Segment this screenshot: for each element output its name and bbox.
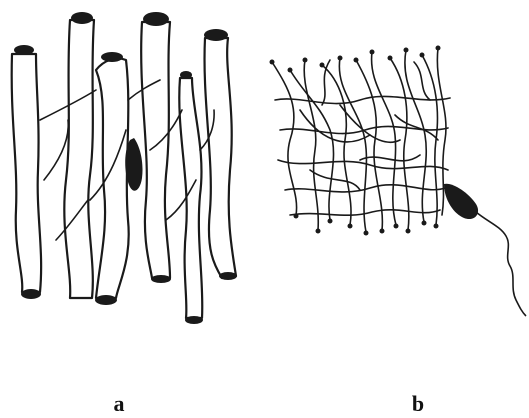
panel-b-label: b xyxy=(412,391,424,416)
panel-b-mesh xyxy=(272,48,450,232)
tube-2 xyxy=(64,12,94,298)
panel-b-network xyxy=(270,46,527,317)
panel-b-top-tips xyxy=(270,46,441,73)
tube-6 xyxy=(204,29,237,280)
tube-5 xyxy=(179,71,203,324)
tube-3 xyxy=(95,52,129,305)
panel-b-bottom-tips xyxy=(294,214,439,236)
tube-1 xyxy=(12,45,41,299)
panel-a-tubes xyxy=(12,12,237,324)
tube-4 xyxy=(141,12,171,283)
panel-b-cell-tail xyxy=(476,212,526,316)
panel-b-cell xyxy=(444,184,478,219)
panel-a-label: a xyxy=(114,391,125,416)
